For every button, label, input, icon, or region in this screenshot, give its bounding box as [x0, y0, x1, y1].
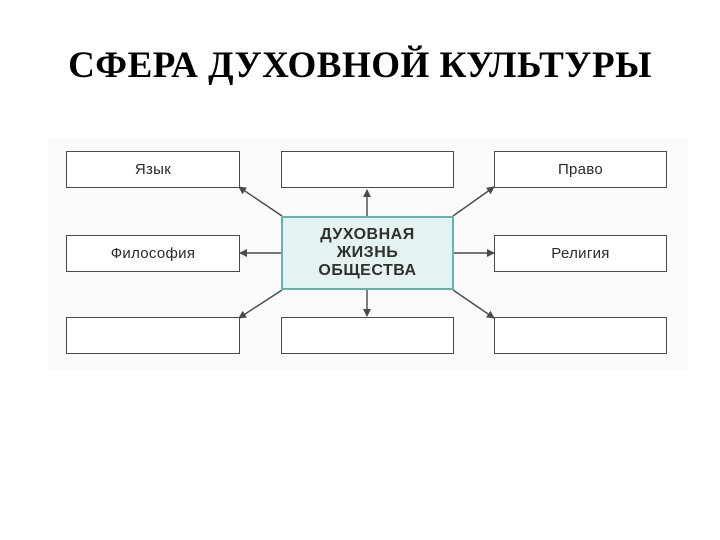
arrow-to-bottom-right	[452, 289, 495, 319]
box-top-left: Язык	[66, 151, 240, 188]
arrow-to-bottom-left	[238, 289, 283, 319]
center-line-2: ЖИЗНЬ	[336, 244, 399, 261]
arrow-to-top-right	[452, 186, 495, 217]
box-top-middle	[281, 151, 454, 188]
center-line-3: ОБЩЕСТВА	[318, 262, 417, 279]
center-line-1: ДУХОВНАЯ	[320, 226, 415, 243]
box-top-right: Право	[494, 151, 667, 188]
box-middle-right: Религия	[494, 235, 667, 272]
center-box: ДУХОВНАЯ ЖИЗНЬ ОБЩЕСТВА	[281, 216, 454, 290]
box-bottom-right	[494, 317, 667, 354]
box-middle-left: Философия	[66, 235, 240, 272]
arrow-to-top-left	[238, 186, 283, 217]
box-bottom-middle	[281, 317, 454, 354]
slide-title: СФЕРА ДУХОВНОЙ КУЛЬТУРЫ	[68, 45, 652, 86]
box-bottom-left	[66, 317, 240, 354]
